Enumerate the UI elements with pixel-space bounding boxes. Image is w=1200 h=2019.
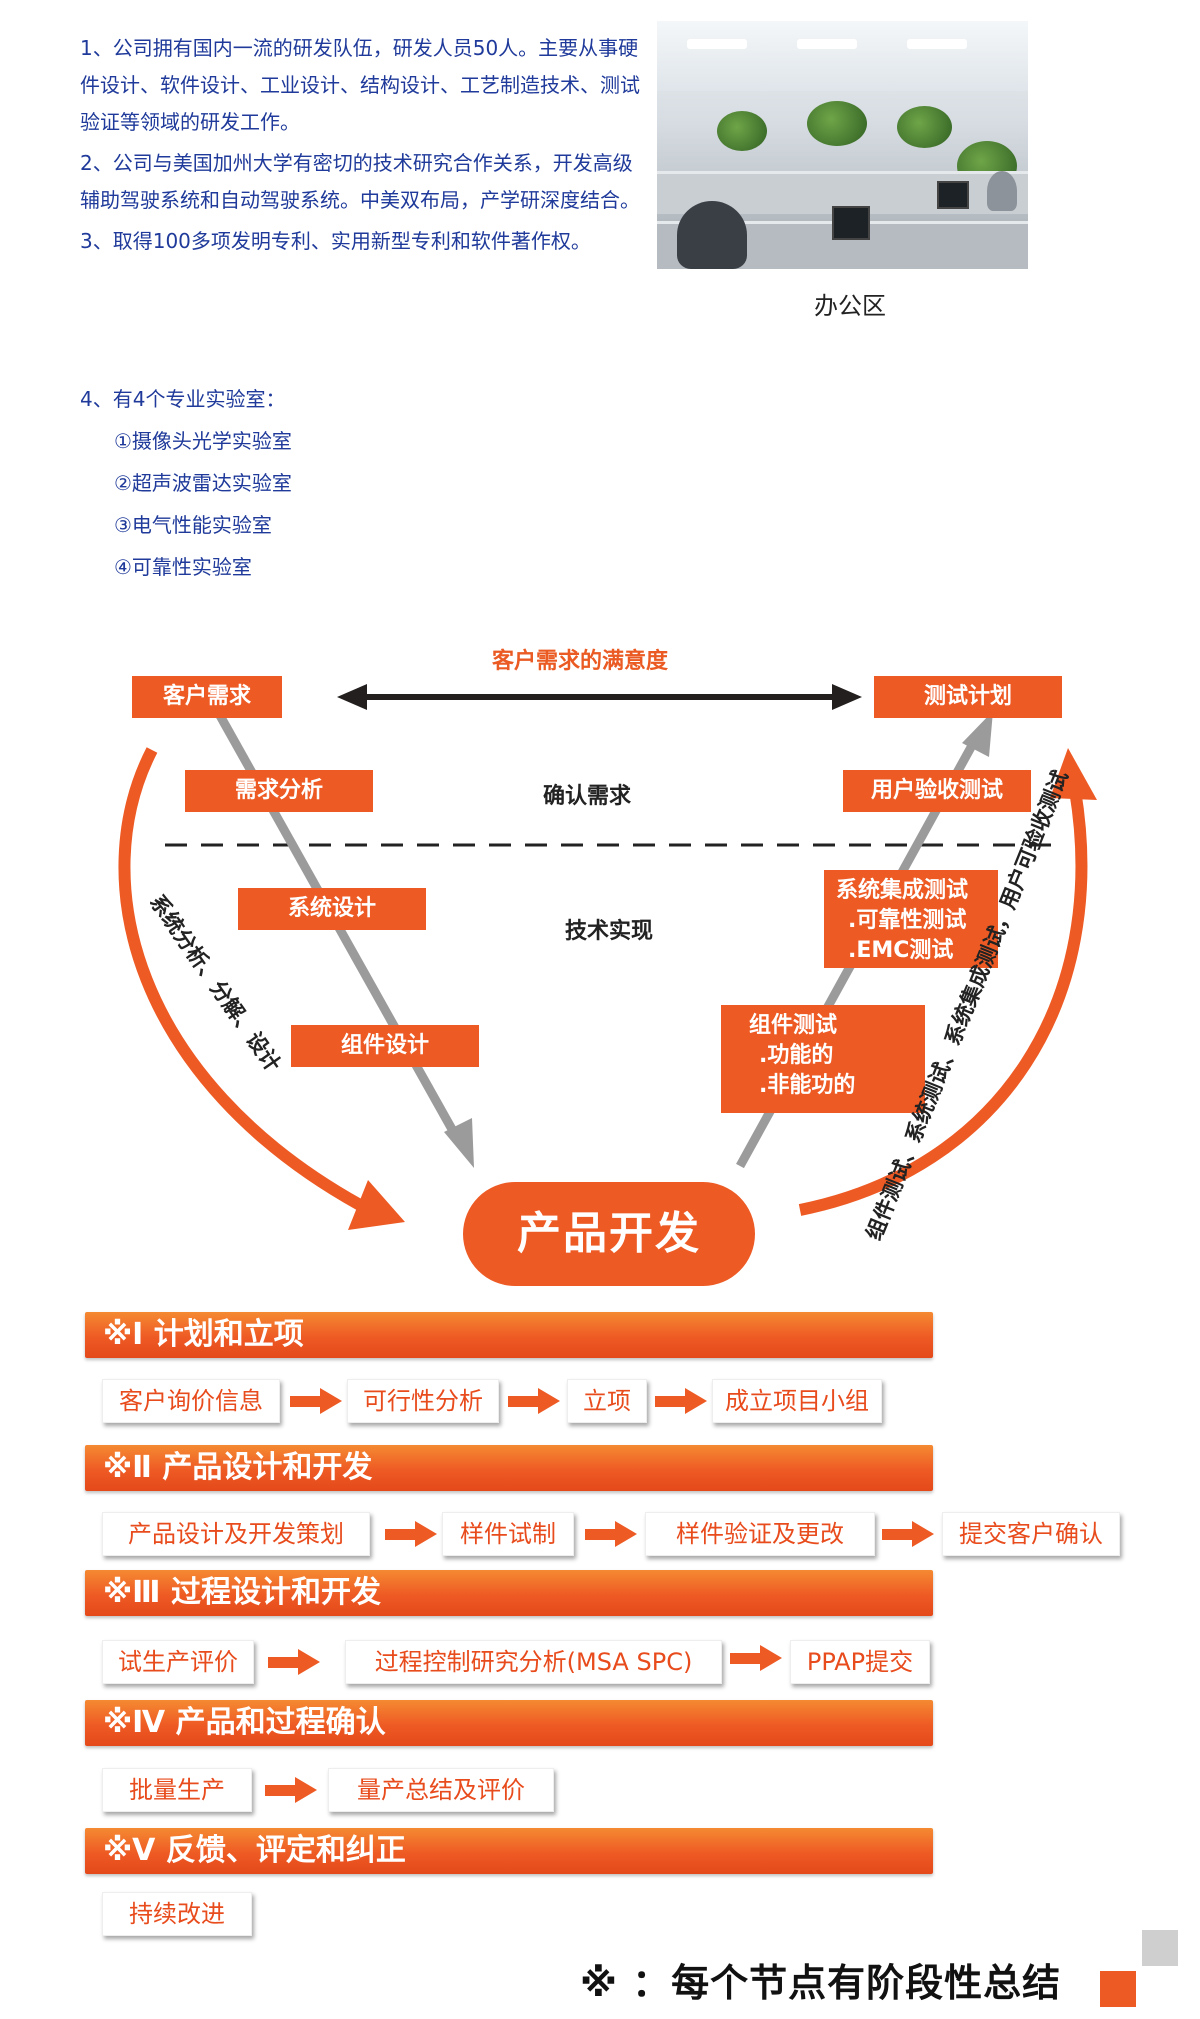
system-integration-line: .EMC测试 <box>848 938 954 963</box>
component-test-line: .非能功的 <box>759 1073 856 1098</box>
arrow-right-icon <box>730 1645 782 1671</box>
intro-text: 1、公司拥有国内一流的研发队伍，研发人员50人。主要从事硬件设计、软件设计、工业… <box>80 30 640 264</box>
phase-2-band: ※Ⅱ 产品设计和开发 <box>85 1445 933 1491</box>
component-design-box: 组件设计 <box>291 1025 479 1067</box>
component-test-line: .功能的 <box>759 1043 834 1068</box>
arrow-left-head <box>337 684 367 710</box>
test-arrow-head <box>962 711 993 757</box>
left-curve-arrow-head <box>348 1180 405 1230</box>
phase-1-band: ※Ⅰ 计划和立项 <box>85 1312 933 1358</box>
phase-2-step: 产品设计及开发策划 <box>102 1512 370 1556</box>
lab-item: ③电气性能实验室 <box>114 513 272 537</box>
lab-item: ①摄像头光学实验室 <box>114 429 292 453</box>
phase-4-step: 批量生产 <box>102 1768 252 1812</box>
user-acceptance-box: 用户验收测试 <box>843 770 1031 812</box>
lab-list: 4、有4个专业实验室： ①摄像头光学实验室 ②超声波雷达实验室 ③电气性能实验室… <box>80 378 292 588</box>
system-integration-line: .可靠性测试 <box>848 908 967 933</box>
phase-1-step: 立项 <box>567 1379 647 1423</box>
phase-1-step: 可行性分析 <box>347 1379 499 1423</box>
decor-square-grey <box>1142 1930 1178 1966</box>
intro-paragraph-3: 3、取得100多项发明专利、实用新型专利和软件著作权。 <box>80 229 591 253</box>
arrow-right-icon <box>290 1388 342 1414</box>
arrow-right-icon <box>385 1521 437 1547</box>
right-curve-arrow-head <box>1050 748 1097 800</box>
left-curve-arrow <box>118 747 363 1211</box>
phase-3-step: PPAP提交 <box>790 1640 930 1684</box>
phase-3-band: ※Ⅲ 过程设计和开发 <box>85 1570 933 1616</box>
test-plan-box: 测试计划 <box>874 676 1062 718</box>
intro-paragraph-2: 2、公司与美国加州大学有密切的技术研究合作关系，开发高级辅助驾驶系统和自动驾驶系… <box>80 151 640 212</box>
requirement-analysis-box: 需求分析 <box>185 770 373 812</box>
phase-1-step: 客户询价信息 <box>102 1379 280 1423</box>
phase-5-step: 持续改进 <box>102 1892 252 1936</box>
arrow-right-icon <box>265 1777 317 1803</box>
phase-1-step: 成立项目小组 <box>712 1379 882 1423</box>
satisfaction-label: 客户需求的满意度 <box>492 649 669 674</box>
decor-square-orange <box>1100 1971 1136 2007</box>
phase-2-step: 样件验证及更改 <box>645 1512 875 1556</box>
footer-note: ※ ：每个节点有阶段性总结 <box>580 1961 1062 2005</box>
office-photo <box>657 21 1028 269</box>
system-integration-line: 系统集成测试 <box>836 878 969 903</box>
system-design-box: 系统设计 <box>238 888 426 930</box>
arrow-right-icon <box>268 1649 320 1675</box>
arrow-right-icon <box>508 1388 560 1414</box>
phase-4-step: 量产总结及评价 <box>328 1768 554 1812</box>
confirm-requirement-label: 确认需求 <box>543 784 632 809</box>
system-integration-box: 系统集成测试 .可靠性测试 .EMC测试 <box>824 870 998 968</box>
phase-2-step: 样件试制 <box>442 1512 574 1556</box>
arrow-right-icon <box>882 1521 934 1547</box>
phase-5-band: ※Ⅴ 反馈、评定和纠正 <box>85 1828 933 1874</box>
phase-2-step: 提交客户确认 <box>942 1512 1120 1556</box>
component-test-line: 组件测试 <box>749 1013 838 1038</box>
arrow-right-icon <box>655 1388 707 1414</box>
lab-item: ②超声波雷达实验室 <box>114 471 292 495</box>
lab-item: ④可靠性实验室 <box>114 555 252 579</box>
phase-4-band: ※Ⅳ 产品和过程确认 <box>85 1700 933 1746</box>
arrow-right-head <box>832 684 862 710</box>
customer-need-box: 客户需求 <box>132 676 282 718</box>
design-arrow-head <box>444 1118 474 1168</box>
phase-3-step: 试生产评价 <box>102 1640 254 1684</box>
intro-paragraph-1: 1、公司拥有国内一流的研发队伍，研发人员50人。主要从事硬件设计、软件设计、工业… <box>80 36 640 134</box>
photo-caption: 办公区 <box>814 292 886 320</box>
component-test-box: 组件测试 .功能的 .非能功的 <box>721 1005 925 1113</box>
tech-implementation-label: 技术实现 <box>565 919 654 944</box>
phase-3-step: 过程控制研究分析(MSA SPC) <box>345 1640 722 1684</box>
arrow-right-icon <box>585 1521 637 1547</box>
right-curve-arrow <box>798 789 1088 1216</box>
lab-list-heading: 4、有4个专业实验室： <box>80 387 286 411</box>
product-development-node: 产品开发 <box>463 1182 755 1286</box>
